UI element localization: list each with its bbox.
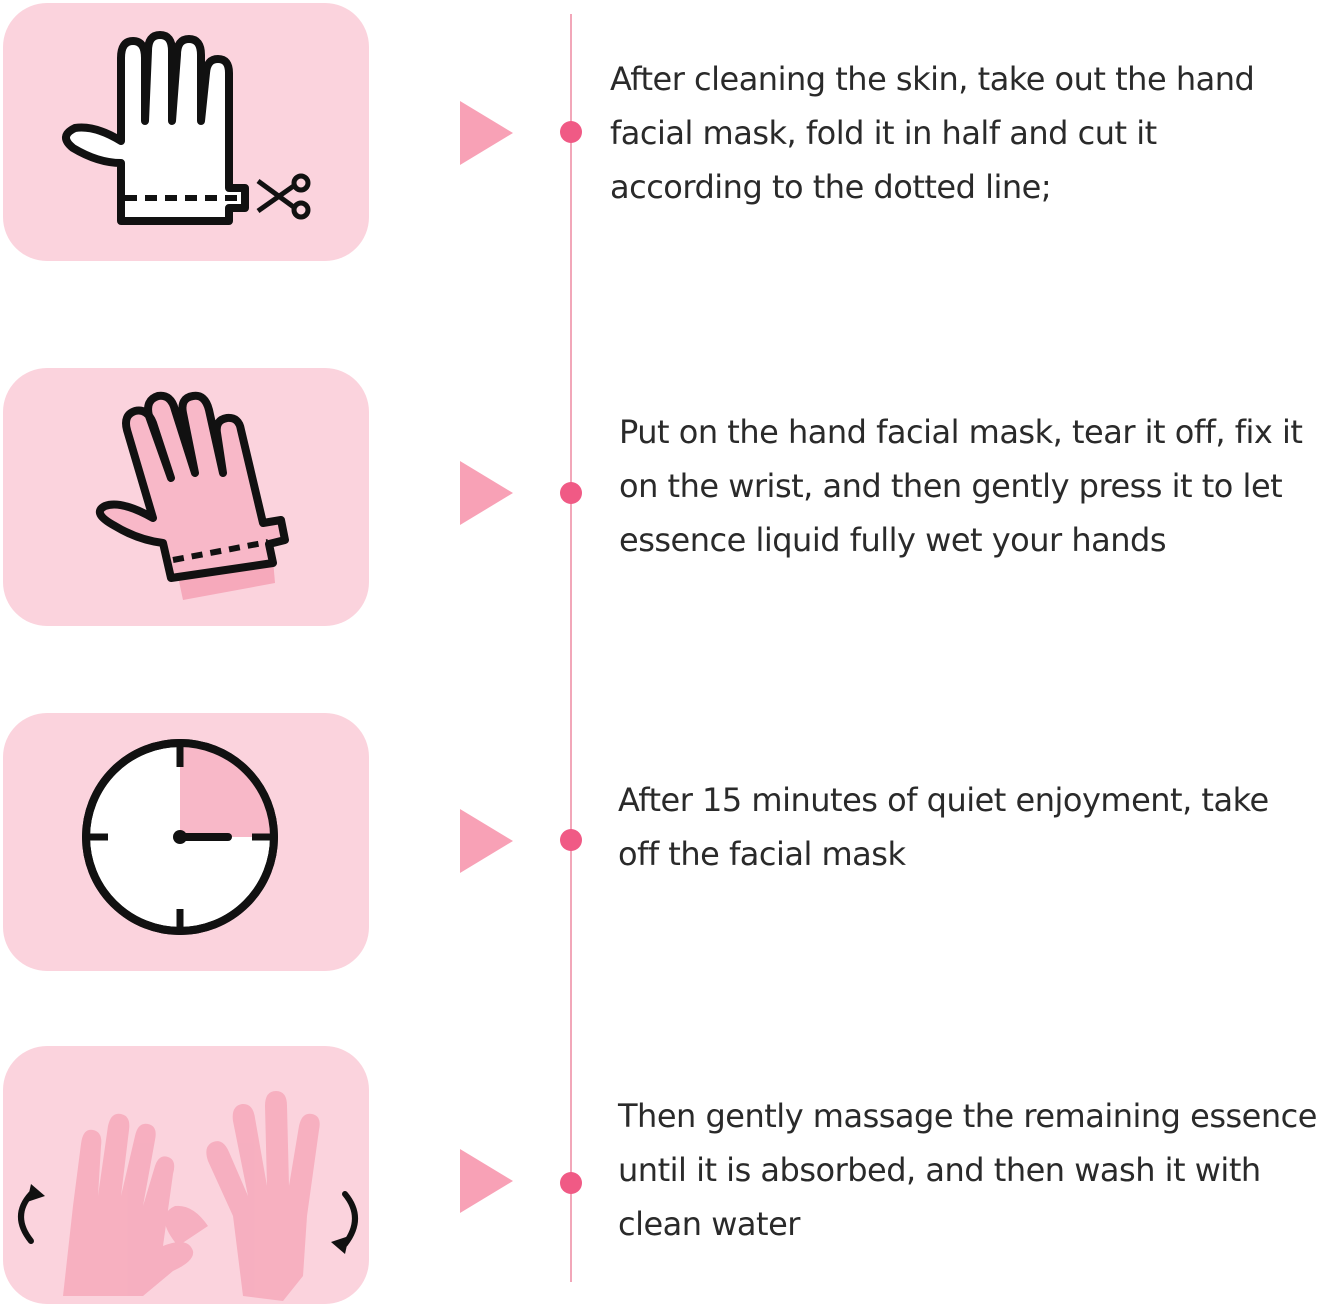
step-4-dot [560, 1172, 582, 1194]
step-3-dot [560, 829, 582, 851]
step-3-text: After 15 minutes of quiet enjoyment, tak… [618, 781, 1269, 873]
step-2-dot [560, 482, 582, 504]
hands-massage-rotate-icon [18, 1091, 358, 1301]
step-3-icon-card [3, 713, 369, 971]
step-4-text: Then gently massage the remaining essenc… [618, 1097, 1317, 1243]
step-1-text: After cleaning the skin, take out the ha… [610, 60, 1255, 206]
step-2-icon-card [3, 368, 369, 626]
step-1-icon-card [3, 3, 369, 261]
step-3-arrow-icon [455, 806, 515, 876]
step-1-dot [560, 121, 582, 143]
step-2-text: Put on the hand facial mask, tear it off… [619, 413, 1303, 559]
step-4-arrow-icon [455, 1146, 515, 1216]
timeline-line [570, 14, 572, 1282]
step-1-arrow-icon [455, 98, 515, 168]
step-2-arrow-icon [455, 458, 515, 528]
hand-cut-scissors-icon [62, 31, 311, 225]
step-4-icon-card [3, 1046, 369, 1304]
clock-15-minutes-icon [82, 739, 278, 935]
hand-mask-wrist-icon [95, 391, 289, 600]
